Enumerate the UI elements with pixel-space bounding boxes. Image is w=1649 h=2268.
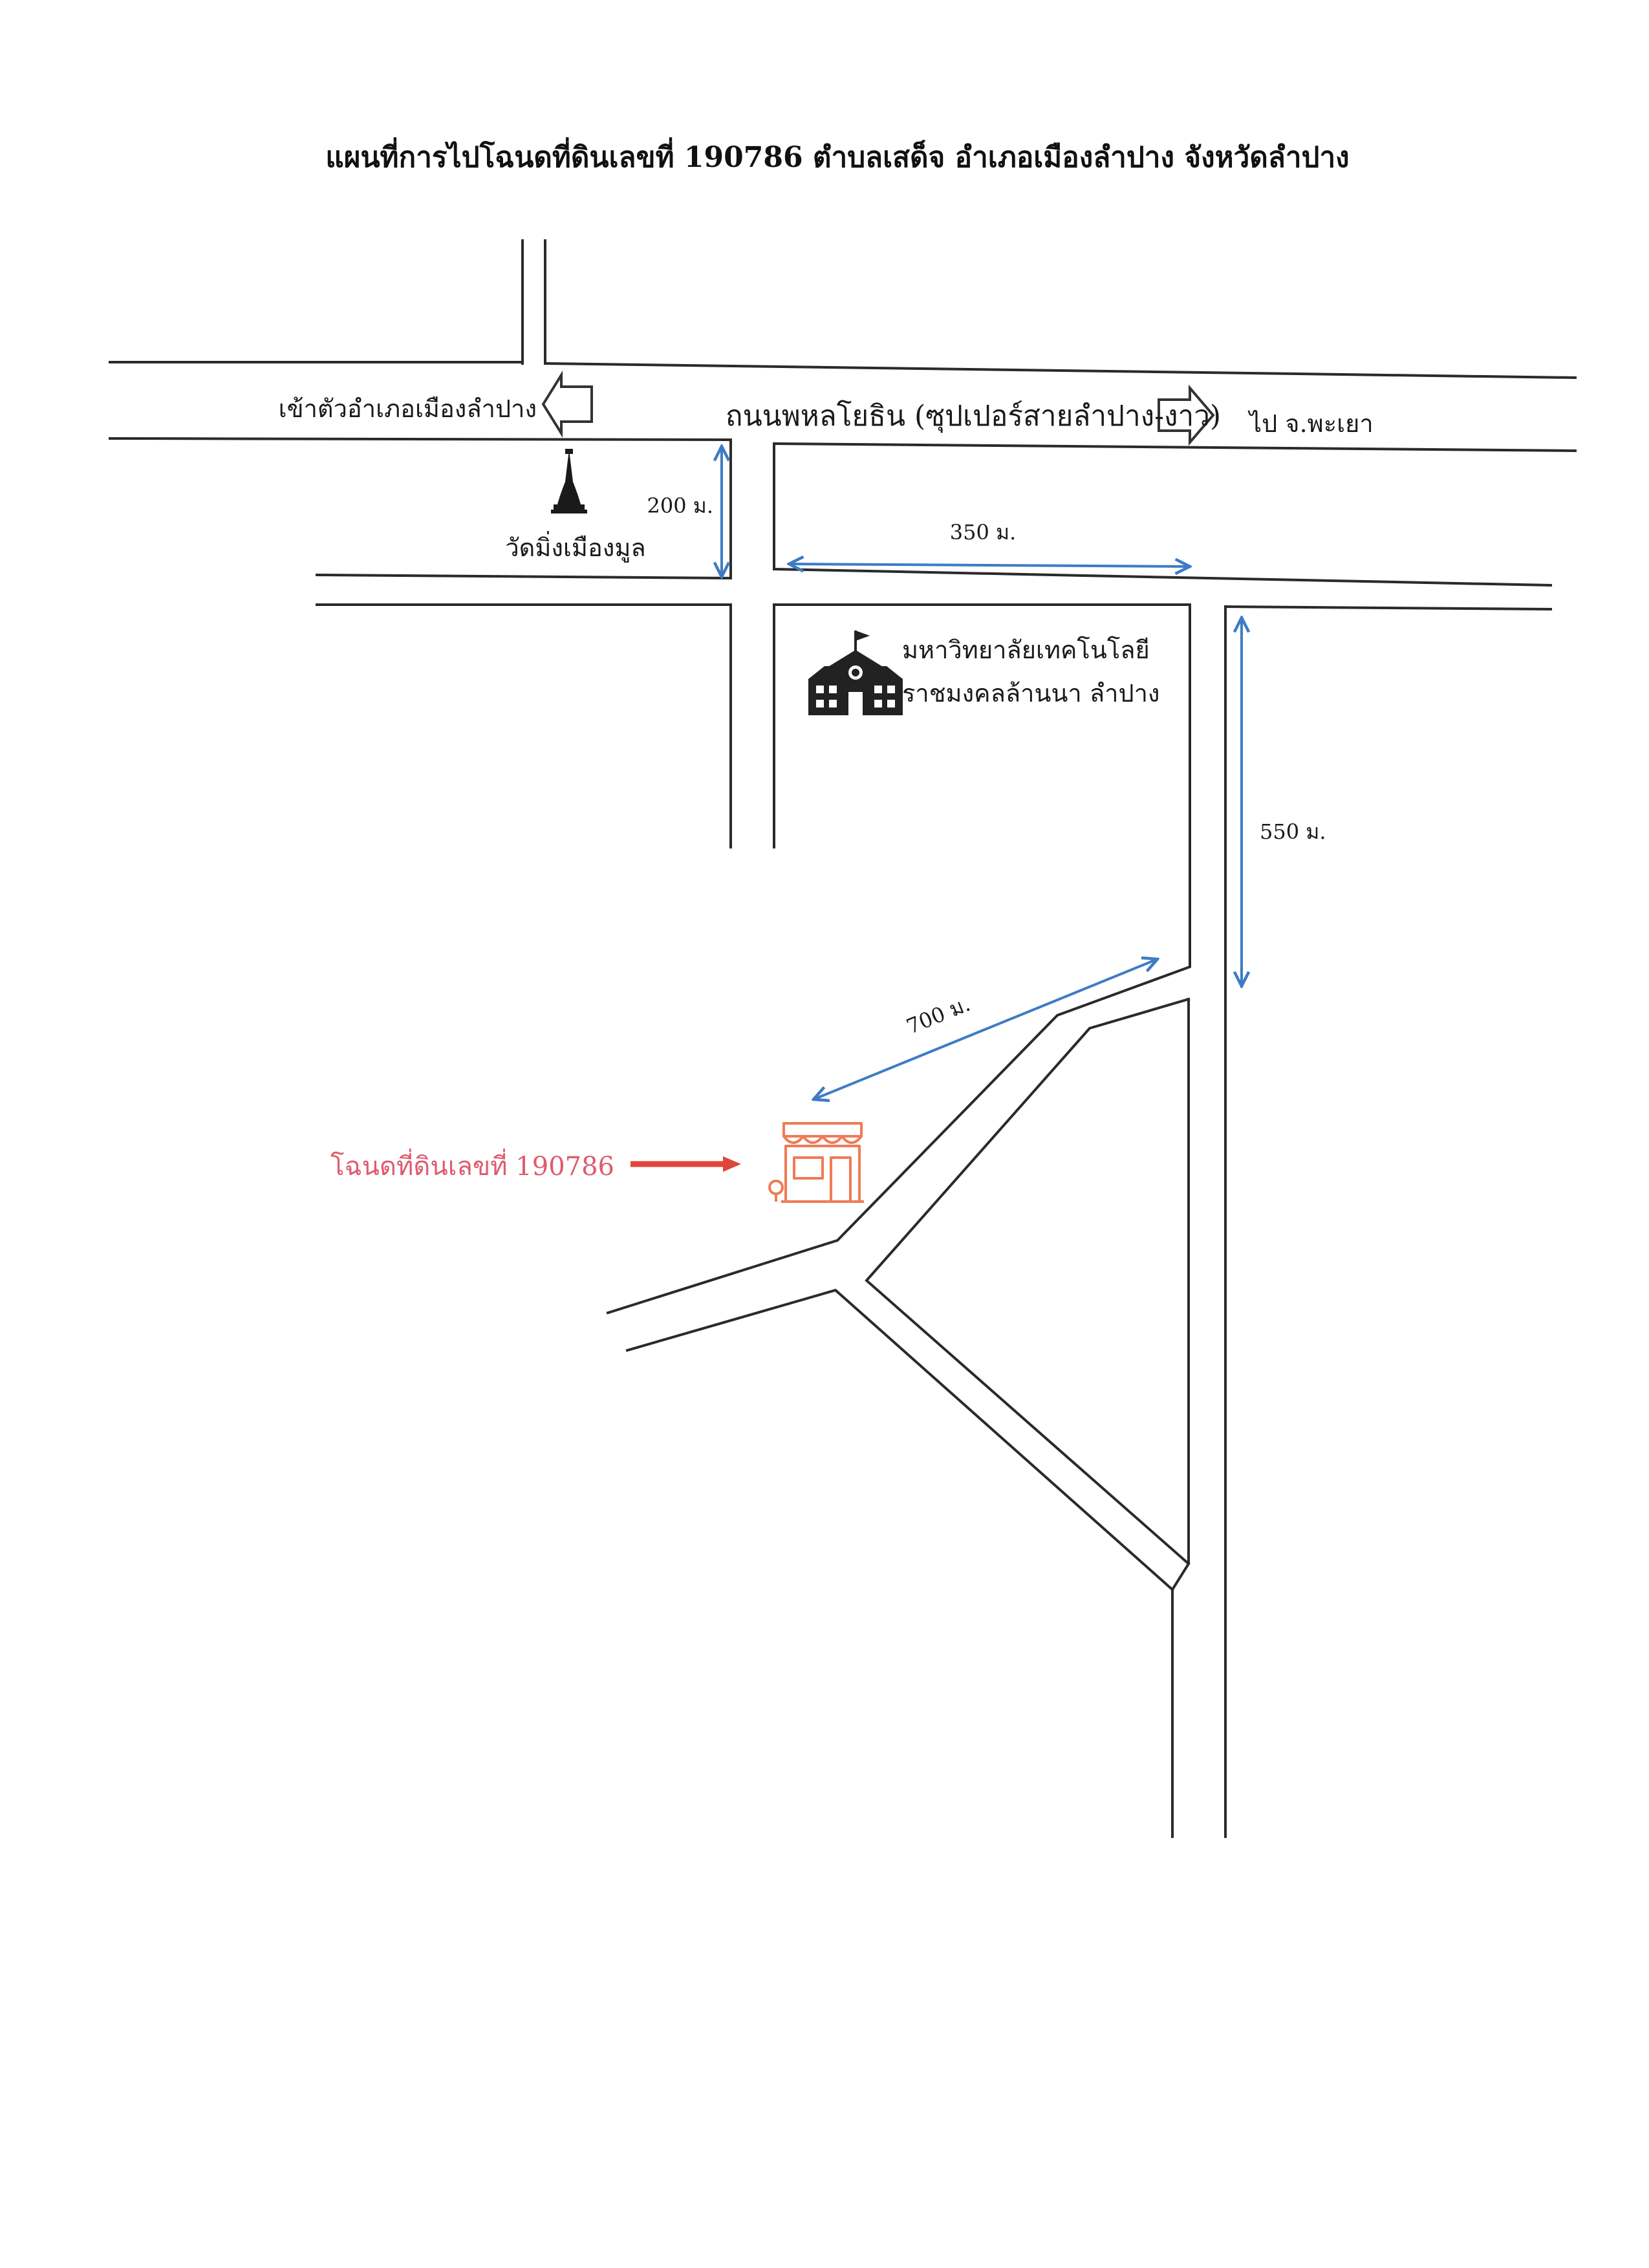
school-building-icon	[808, 631, 903, 715]
distance-label-200: 200 ม.	[647, 493, 713, 518]
cross-road-bottom-edge-right	[1223, 605, 1553, 611]
cross-road-top-edge-right	[772, 567, 1553, 587]
main-road-bottom-edge-left	[108, 437, 733, 442]
dimension-arrow-700m	[814, 959, 1158, 1099]
university-label-line2: ราชมงคลล้านนา ลำปาง	[902, 679, 1159, 707]
distance-label-700: 700 ม.	[903, 991, 973, 1039]
university-label-line1: มหาวิทยาลัยเทคโนโลยี	[902, 636, 1150, 664]
distance-label-550: 550 ม.	[1260, 819, 1326, 844]
cross-road-top-edge-left	[315, 573, 733, 580]
right-direction-label: ไป จ.พะเยา	[1247, 409, 1374, 438]
left-direction-label: เข้าตัวอำเภอเมืองลำปาง	[279, 394, 537, 423]
map-title: แผนที่การไปโฉนดที่ดินเลขที่ 190786 ตำบลเ…	[325, 137, 1349, 174]
main-road-top-edge-right	[543, 362, 1577, 380]
dimension-arrows	[722, 446, 1242, 1099]
main-road-name: ถนนพหลโยธิน (ซุปเปอร์สายลำปาง-งาว)	[726, 400, 1221, 433]
main-road-bottom-edge-right	[772, 442, 1577, 453]
dimension-arrow-350m	[789, 564, 1190, 567]
right-direction-arrow-icon	[1158, 384, 1215, 446]
pointer-arrow-icon	[630, 1156, 741, 1172]
distance-label-350: 350 ม.	[950, 520, 1017, 545]
road-network	[108, 239, 1577, 1838]
parcel-label: โฉนดที่ดินเลขที่ 190786	[330, 1149, 614, 1182]
temple-stupa-icon	[551, 449, 587, 513]
triangle-inner-edge	[865, 997, 1191, 1566]
temple-label: วัดมิ่งเมืองมูล	[505, 531, 645, 563]
left-direction-arrow-icon	[541, 371, 593, 438]
shop-front-icon	[768, 1122, 864, 1203]
branch-lower-edge	[625, 1288, 1174, 1592]
south-road-inner-edge	[1171, 998, 1190, 1838]
